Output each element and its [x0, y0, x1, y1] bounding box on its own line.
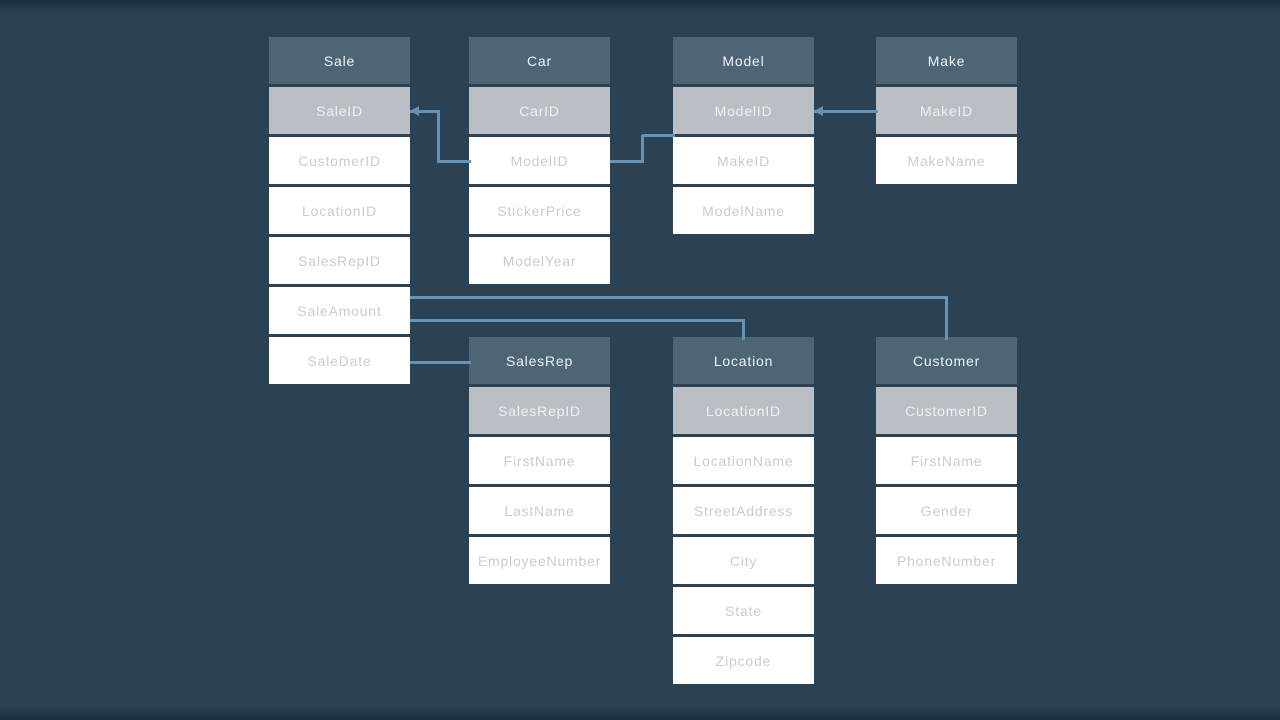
table-salesrep-title: SalesRep — [469, 337, 610, 384]
field-car-modelid: ModelID — [469, 137, 610, 184]
table-model-title: Model — [673, 37, 814, 84]
connector-segment — [410, 110, 440, 113]
field-car-modelyear: ModelYear — [469, 237, 610, 284]
field-location-streetaddress: StreetAddress — [673, 487, 814, 534]
field-salesrep-firstname: FirstName — [469, 437, 610, 484]
field-location-locationid: LocationID — [673, 387, 814, 434]
table-make-title: Make — [876, 37, 1017, 84]
field-customer-gender: Gender — [876, 487, 1017, 534]
arrowhead-icon — [410, 106, 419, 116]
field-model-modelid: ModelID — [673, 87, 814, 134]
field-customer-firstname: FirstName — [876, 437, 1017, 484]
connector-segment — [945, 297, 948, 340]
field-customer-customerid: CustomerID — [876, 387, 1017, 434]
field-sale-saledate: SaleDate — [269, 337, 410, 384]
table-car-title: Car — [469, 37, 610, 84]
connector-segment — [410, 361, 471, 364]
field-car-carid: CarID — [469, 87, 610, 134]
field-model-makeid: MakeID — [673, 137, 814, 184]
field-salesrep-lastname: LastName — [469, 487, 610, 534]
field-sale-saleamount: SaleAmount — [269, 287, 410, 334]
connector-segment — [742, 320, 745, 340]
connector-segment — [642, 134, 675, 137]
field-salesrep-salesrepid: SalesRepID — [469, 387, 610, 434]
table-location-title: Location — [673, 337, 814, 384]
field-make-makename: MakeName — [876, 137, 1017, 184]
field-location-zipcode: Zipcode — [673, 637, 814, 684]
table-customer-title: Customer — [876, 337, 1017, 384]
field-sale-locationid: LocationID — [269, 187, 410, 234]
connector-segment — [438, 160, 471, 163]
field-location-state: State — [673, 587, 814, 634]
field-location-locationname: LocationName — [673, 437, 814, 484]
connector-segment — [410, 296, 948, 299]
arrowhead-icon — [814, 106, 823, 116]
field-customer-phonenumber: PhoneNumber — [876, 537, 1017, 584]
field-sale-salesrepid: SalesRepID — [269, 237, 410, 284]
field-sale-customerid: CustomerID — [269, 137, 410, 184]
connector-segment — [410, 319, 745, 322]
field-make-makeid: MakeID — [876, 87, 1017, 134]
connector-segment — [641, 135, 644, 163]
connector-segment — [610, 160, 644, 163]
field-sale-saleid: SaleID — [269, 87, 410, 134]
table-sale-title: Sale — [269, 37, 410, 84]
field-salesrep-employeenumber: EmployeeNumber — [469, 537, 610, 584]
connector-segment — [814, 110, 878, 113]
field-model-modelname: ModelName — [673, 187, 814, 234]
field-location-city: City — [673, 537, 814, 584]
connector-segment — [437, 111, 440, 163]
field-car-stickerprice: StickerPrice — [469, 187, 610, 234]
